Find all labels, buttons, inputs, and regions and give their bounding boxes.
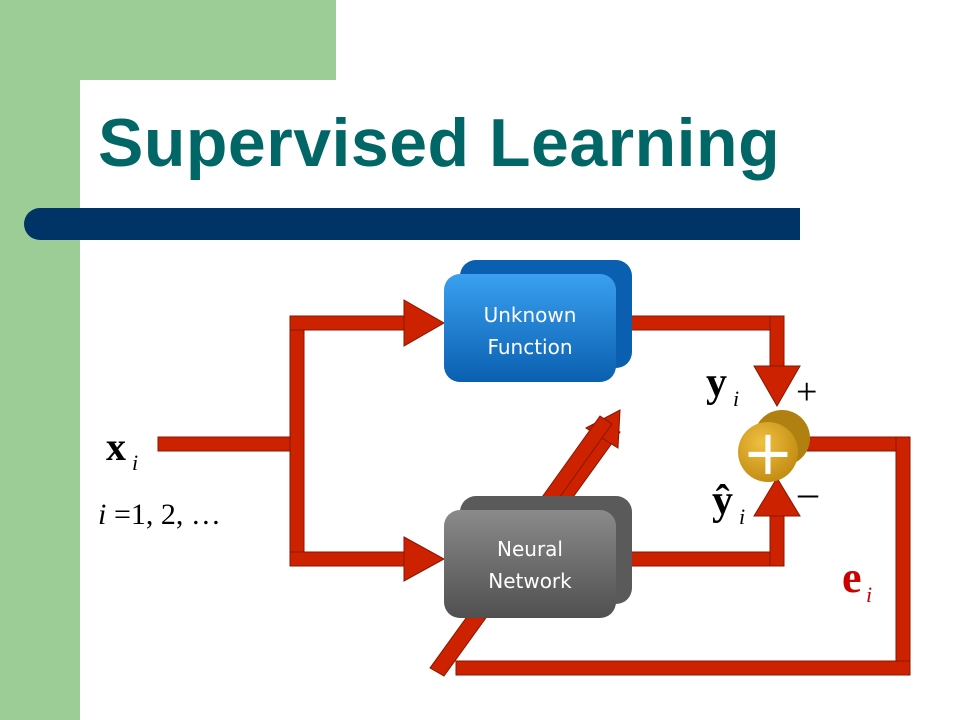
estimate-arrowhead [753, 477, 801, 517]
target-subscript: i [733, 386, 739, 411]
index-values: =1, 2, … [114, 498, 221, 531]
estimate-rise [769, 511, 785, 567]
summer-plus-icon: + [742, 416, 794, 489]
error-symbol: e [842, 553, 862, 602]
target-sign: + [796, 371, 817, 413]
neural-network-label-2: Network [488, 569, 572, 593]
input-subscript: i [132, 450, 138, 475]
error-bottom [455, 660, 911, 676]
slide-title: Supervised Learning [98, 105, 781, 181]
title-underline [24, 208, 800, 240]
estimate-subscript: i [739, 504, 745, 529]
estimate-sign: – [797, 470, 819, 515]
unknown-function-block[interactable]: Unknown Function [444, 260, 632, 382]
error-label: e i [842, 553, 872, 607]
neural-network-box [444, 510, 616, 618]
target-line [613, 315, 785, 331]
index-range: i =1, 2, … [98, 498, 221, 531]
feedback-tail [539, 415, 613, 509]
lower-branch-arrowhead [403, 536, 446, 582]
neural-network-block[interactable]: Neural Network [444, 496, 632, 618]
error-line [805, 436, 911, 452]
input-label: x i [106, 424, 138, 475]
unknown-function-label-2: Function [487, 335, 572, 359]
input-line [157, 436, 305, 452]
sidebar-accent [0, 0, 80, 720]
estimate-line [613, 551, 785, 567]
summer-circle [738, 422, 798, 482]
target-label: y i + [706, 360, 817, 413]
input-symbol: x [106, 424, 126, 469]
unknown-function-label-1: Unknown [484, 303, 577, 327]
error-subscript: i [866, 582, 872, 607]
unknown-function-box [444, 274, 616, 382]
estimate-label: ŷ i – [712, 470, 819, 529]
upper-branch [289, 315, 409, 331]
summing-junction: + [738, 410, 810, 489]
estimate-symbol: ŷ [712, 478, 733, 524]
target-arrowhead [753, 365, 801, 408]
split-vertical [289, 315, 305, 567]
top-accent [80, 0, 336, 80]
target-drop [769, 315, 785, 371]
index-variable: i [98, 498, 106, 531]
lower-branch [289, 551, 409, 567]
upper-branch-arrowhead [403, 299, 446, 347]
neural-network-label-1: Neural [497, 537, 563, 561]
target-symbol: y [706, 360, 727, 406]
error-drop [895, 436, 911, 676]
